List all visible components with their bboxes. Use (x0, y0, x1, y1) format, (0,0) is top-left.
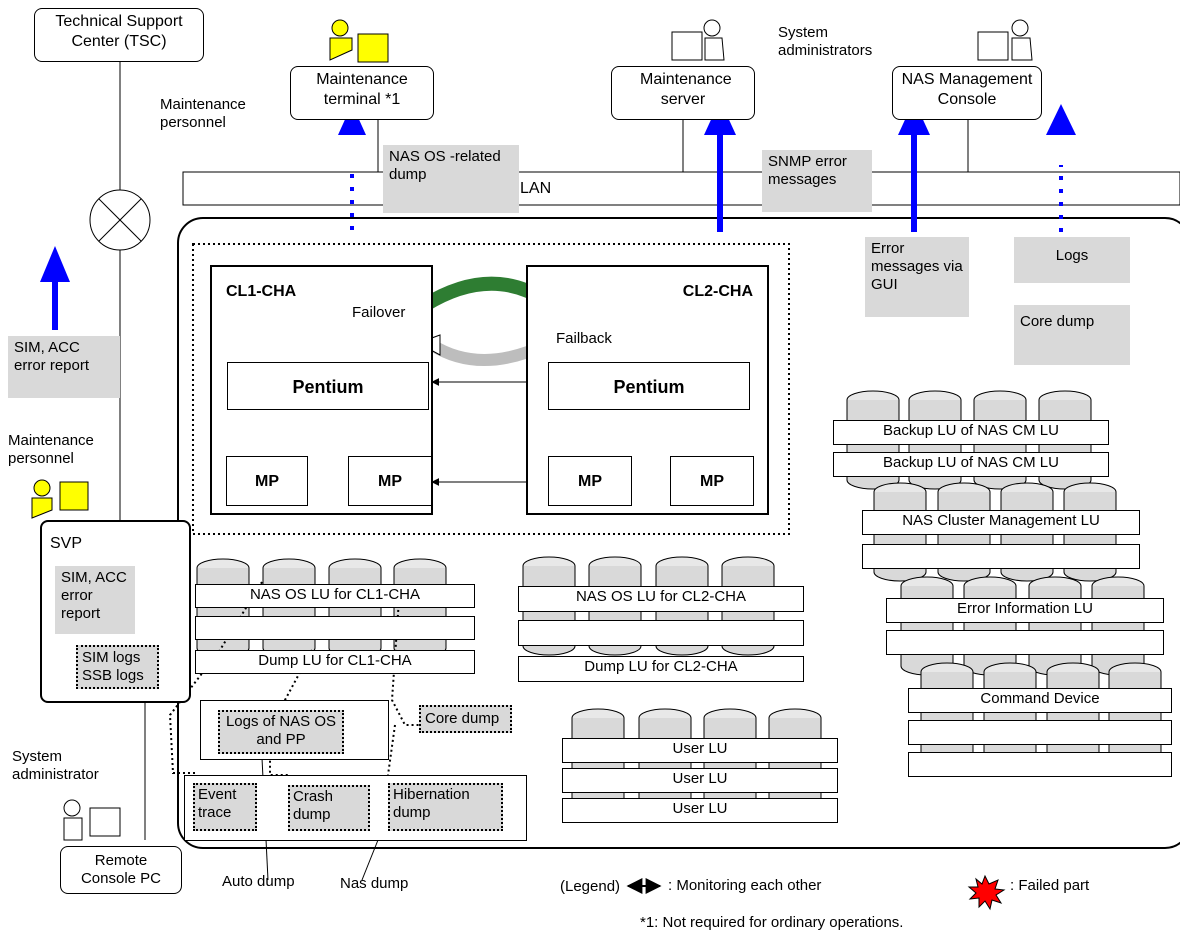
disk-group-cl1 (196, 558, 447, 658)
logs-note: Logs (1014, 237, 1130, 283)
lu-user-1: User LU (562, 738, 838, 763)
remote-pc-box[interactable]: Remote Console PC (60, 846, 182, 894)
lu-backup-1: Backup LU of NAS CM LU (833, 420, 1109, 445)
failback-label: Failback (556, 330, 612, 347)
error-gui-note: Error messages via GUI (865, 237, 969, 317)
maint-personnel-left-label: Maintenance personnel (8, 432, 94, 467)
lu-dump-cl2: Dump LU for CL2-CHA (518, 656, 804, 682)
maint-terminal-box[interactable]: Maintenance terminal *1 (290, 66, 434, 120)
legend-label: (Legend) (560, 878, 621, 895)
mp-cl2-a: MP (548, 456, 632, 506)
lu-user-2: User LU (562, 768, 838, 793)
lu-command-blank-2 (908, 752, 1172, 777)
mp-cl2-b: MP (670, 456, 754, 506)
lu-error-info: Error Information LU (886, 598, 1164, 623)
core-dump-right-note: Core dump (1014, 305, 1130, 365)
mp-cl1-b: MP (348, 456, 432, 506)
svp-sim-acc-note: SIM, ACC error report (55, 566, 135, 634)
failover-label: Failover (352, 304, 406, 321)
lu-nas-os-cl2: NAS OS LU for CL2-CHA (518, 586, 804, 612)
svp-label: SVP (50, 535, 83, 552)
cluster-frame (192, 243, 790, 535)
lu-command-blank-1 (908, 720, 1172, 745)
disk-group-error-info (900, 576, 1145, 676)
nas-dump-label: Nas dump (340, 875, 409, 892)
maint-personnel-top-label: Maintenance personnel (160, 96, 246, 131)
person-maint-left-icon (31, 479, 89, 519)
mp-cl1-a: MP (226, 456, 308, 506)
lu-backup-2: Backup LU of NAS CM LU (833, 452, 1109, 477)
lan-label: LAN (520, 180, 552, 197)
sys-admin-label: System administrator (12, 748, 99, 783)
lu-cluster-blank (862, 544, 1140, 569)
cl2-label: CL2-CHA (682, 283, 753, 300)
sim-logs-label: SIM logs (82, 649, 141, 666)
nas-console-label: NAS Management Console (901, 71, 1033, 108)
ssb-logs-label: SSB logs (82, 667, 144, 684)
person-maint-top-icon (329, 19, 389, 63)
lu-blank-cl2 (518, 620, 804, 646)
snmp-note: SNMP error messages (762, 150, 872, 212)
legend-monitoring: : Monitoring each other (668, 877, 822, 894)
legend-failed-icon (967, 874, 1006, 911)
person-admin2-icon (977, 19, 1033, 61)
lu-dump-cl1: Dump LU for CL1-CHA (195, 650, 475, 674)
person-sysadmin-icon (63, 799, 121, 841)
lu-error-blank (886, 630, 1164, 655)
lu-cluster-mgmt: NAS Cluster Management LU (862, 510, 1140, 535)
person-admin1-icon (671, 19, 725, 61)
cl1-label: CL1-CHA (226, 283, 297, 300)
lu-user-3: User LU (562, 798, 838, 823)
event-trace-note: Event trace (193, 783, 257, 831)
lu-nas-os-cl1: NAS OS LU for CL1-CHA (195, 584, 475, 608)
core-dump-note: Core dump (419, 705, 512, 733)
logs-nas-os-note: Logs of NAS OS and PP (218, 710, 344, 754)
tsc-label: Technical Support Center (TSC) (55, 13, 183, 50)
sim-acc-report-note: SIM, ACC error report (8, 336, 120, 398)
nas-console-box[interactable]: NAS Management Console (892, 66, 1042, 120)
crash-dump-note: Crash dump (288, 785, 370, 831)
remote-pc-label: Remote Console PC (80, 852, 162, 887)
sys-admins-label: System administrators (778, 24, 873, 59)
tsc-box[interactable]: Technical Support Center (TSC) (34, 8, 204, 62)
svp-logs-note: SIM logs SSB logs (76, 645, 159, 689)
lu-blank-cl1 (195, 616, 475, 640)
legend-failed: : Failed part (1010, 877, 1090, 894)
pentium-cl2: Pentium (548, 362, 750, 410)
pentium-cl1: Pentium (227, 362, 429, 410)
nas-os-dump-note: NAS OS -related dump (383, 145, 519, 213)
legend-footnote: *1: Not required for ordinary operations… (640, 914, 904, 931)
hibernation-dump-note: Hibernation dump (388, 783, 503, 831)
auto-dump-label: Auto dump (222, 873, 295, 890)
maint-server-box[interactable]: Maintenance server (611, 66, 755, 120)
maint-terminal-label: Maintenance terminal *1 (316, 71, 408, 108)
lu-command-device: Command Device (908, 688, 1172, 713)
lan-bar (182, 171, 1180, 206)
maint-server-label: Maintenance server (640, 71, 732, 108)
